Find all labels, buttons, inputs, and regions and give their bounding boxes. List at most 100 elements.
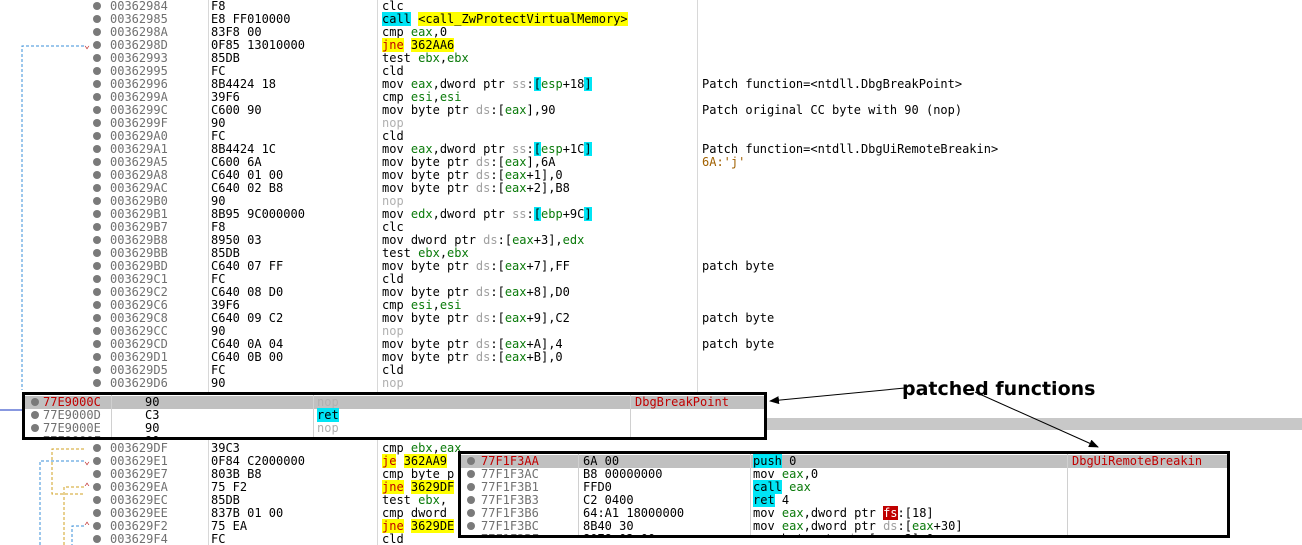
- breakpoint-dot-icon[interactable]: [93, 2, 101, 10]
- breakpoint-dot-icon[interactable]: [93, 275, 101, 283]
- breakpoint-dot-icon[interactable]: [93, 28, 101, 36]
- breakpoint-dot-icon[interactable]: [93, 223, 101, 231]
- breakpoint-dot-icon[interactable]: [93, 197, 101, 205]
- breakpoint-dot-icon[interactable]: [93, 522, 101, 530]
- breakpoint-dot-icon[interactable]: [93, 184, 101, 192]
- breakpoint-dot-icon[interactable]: [93, 158, 101, 166]
- breakpoint-dot-icon[interactable]: [93, 535, 101, 543]
- breakpoint-dot-icon[interactable]: [467, 509, 475, 517]
- breakpoint-dot-icon[interactable]: [31, 398, 39, 406]
- breakpoint-dot-icon[interactable]: [93, 366, 101, 374]
- breakpoint-dot-icon[interactable]: [467, 522, 475, 530]
- breakpoint-dot-icon[interactable]: [93, 444, 101, 452]
- breakpoint-dot-icon[interactable]: [93, 483, 101, 491]
- breakpoint-dot-icon[interactable]: [93, 236, 101, 244]
- breakpoint-dot-icon[interactable]: [93, 288, 101, 296]
- breakpoint-dot-icon[interactable]: [93, 509, 101, 517]
- breakpoint-dot-icon[interactable]: [467, 457, 475, 465]
- breakpoint-dot-icon[interactable]: [93, 340, 101, 348]
- breakpoint-dot-icon[interactable]: [467, 483, 475, 491]
- breakpoint-dot-icon[interactable]: [93, 353, 101, 361]
- bytes-cell: 85DB: [211, 493, 240, 507]
- breakpoint-dot-icon[interactable]: [31, 411, 39, 419]
- breakpoint-dot-icon[interactable]: [93, 145, 101, 153]
- breakpoint-dot-icon[interactable]: [93, 119, 101, 127]
- breakpoint-dot-icon[interactable]: [31, 437, 39, 440]
- breakpoint-dot-icon[interactable]: [93, 379, 101, 387]
- breakpoint-dot-icon[interactable]: [93, 301, 101, 309]
- breakpoint-dot-icon[interactable]: [93, 54, 101, 62]
- breakpoint-dot-icon[interactable]: [93, 132, 101, 140]
- breakpoint-dot-icon[interactable]: [93, 93, 101, 101]
- breakpoint-dot-icon[interactable]: [93, 470, 101, 478]
- breakpoint-dot-icon[interactable]: [31, 424, 39, 432]
- popup-instruction-row[interactable]: 77E9000F90nop: [25, 435, 764, 440]
- breakpoint-dot-icon[interactable]: [93, 496, 101, 504]
- breakpoint-dot-icon[interactable]: [93, 67, 101, 75]
- breakpoint-dot-icon[interactable]: [93, 210, 101, 218]
- breakpoint-dot-icon[interactable]: [93, 249, 101, 257]
- breakpoint-dot-icon[interactable]: [93, 457, 101, 465]
- breakpoint-dot-icon[interactable]: [93, 314, 101, 322]
- breakpoint-dot-icon[interactable]: [93, 106, 101, 114]
- breakpoint-dot-icon[interactable]: [93, 327, 101, 335]
- breakpoint-dot-icon[interactable]: [93, 262, 101, 270]
- breakpoint-dot-icon[interactable]: [93, 80, 101, 88]
- breakpoint-dot-icon[interactable]: [93, 171, 101, 179]
- breakpoint-dot-icon[interactable]: [467, 496, 475, 504]
- breakpoint-dot-icon[interactable]: [93, 41, 101, 49]
- breakpoint-dot-icon[interactable]: [93, 15, 101, 23]
- breakpoint-dot-icon[interactable]: [467, 470, 475, 478]
- breakpoint-dot-icon[interactable]: [467, 535, 475, 538]
